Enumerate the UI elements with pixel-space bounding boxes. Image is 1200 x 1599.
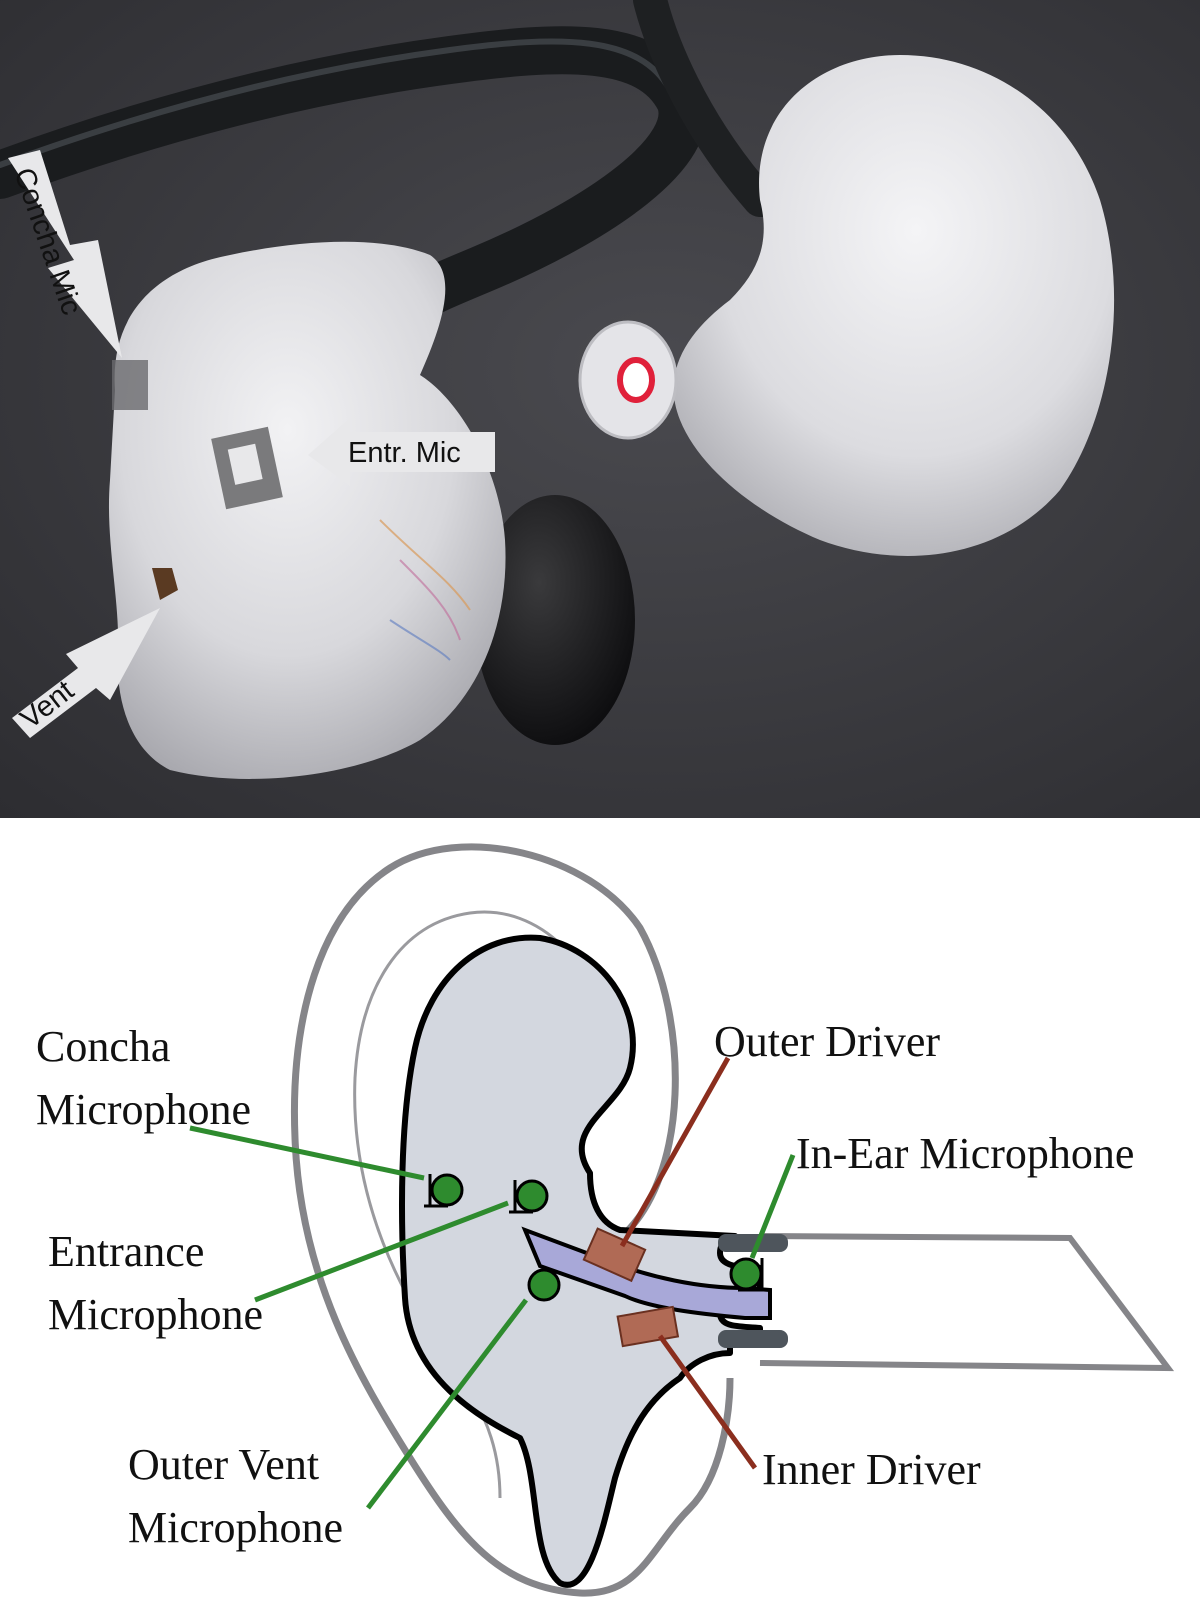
outer-vent-microphone-label-line1: Outer Vent [128, 1440, 319, 1489]
inner-driver-label: Inner Driver [762, 1445, 981, 1494]
entrance-microphone-label-line1: Entrance [48, 1227, 204, 1276]
concha-microphone-label-line1: Concha [36, 1022, 170, 1071]
outer-driver-leader [619, 1056, 731, 1248]
entrance-mic-label: Entr. Mic [348, 437, 461, 469]
internal-wire [399, 559, 461, 641]
in-ear-microphone-leader [749, 1154, 796, 1259]
in-ear-microphone-dot [729, 1257, 763, 1291]
entrance-mic-component-inner [227, 443, 263, 485]
upper-flange [718, 1234, 788, 1252]
outer-vent-microphone-label-line2: Microphone [128, 1503, 343, 1552]
entrance-microphone-bracket [509, 1180, 533, 1214]
concha-mic-component [112, 360, 148, 410]
nozzle-red-port [617, 357, 655, 403]
black-ear-tip [475, 495, 635, 745]
outer-driver-component [582, 1227, 647, 1283]
concha-mic-arrow [8, 150, 122, 358]
entrance-microphone-label-line2: Microphone [48, 1290, 263, 1339]
entrance-microphone-dot [515, 1179, 549, 1213]
right-earpiece-shell [673, 55, 1115, 556]
outer-driver-label: Outer Driver [714, 1017, 940, 1066]
internal-wire [389, 619, 451, 661]
entrance-mic-arrow [308, 418, 495, 486]
sound-channel [521, 1226, 772, 1320]
concha-microphone-leader [189, 1125, 425, 1181]
concha-microphone-bracket [424, 1174, 448, 1208]
entrance-microphone-leader [254, 1200, 509, 1303]
earpiece-photo: Concha Mic Entr. Mic Vent [0, 0, 1200, 818]
internal-wire [379, 519, 471, 611]
earpiece-cable-highlight [0, 38, 673, 168]
outer-ear-outline [290, 843, 734, 1597]
in-ear-microphone-label: In-Ear Microphone [796, 1129, 1134, 1178]
vent-arrow [12, 608, 160, 738]
vent-opening [152, 568, 178, 600]
left-earpiece-shell [108, 241, 506, 779]
cable-right-end [633, 0, 777, 217]
lower-flange [718, 1330, 788, 1348]
outer-vent-microphone-leader [366, 1298, 528, 1510]
inner-driver-leader [657, 1334, 758, 1470]
ear-cross-section-diagram: Concha Microphone Entrance Microphone Ou… [36, 843, 1175, 1597]
ear-canal [759, 1233, 1175, 1372]
in-ear-microphone-bracket [738, 1258, 768, 1292]
outer-vent-microphone-dot [527, 1268, 561, 1302]
concha-microphone-dot [430, 1173, 464, 1207]
concha-microphone-label-line2: Microphone [36, 1085, 251, 1134]
